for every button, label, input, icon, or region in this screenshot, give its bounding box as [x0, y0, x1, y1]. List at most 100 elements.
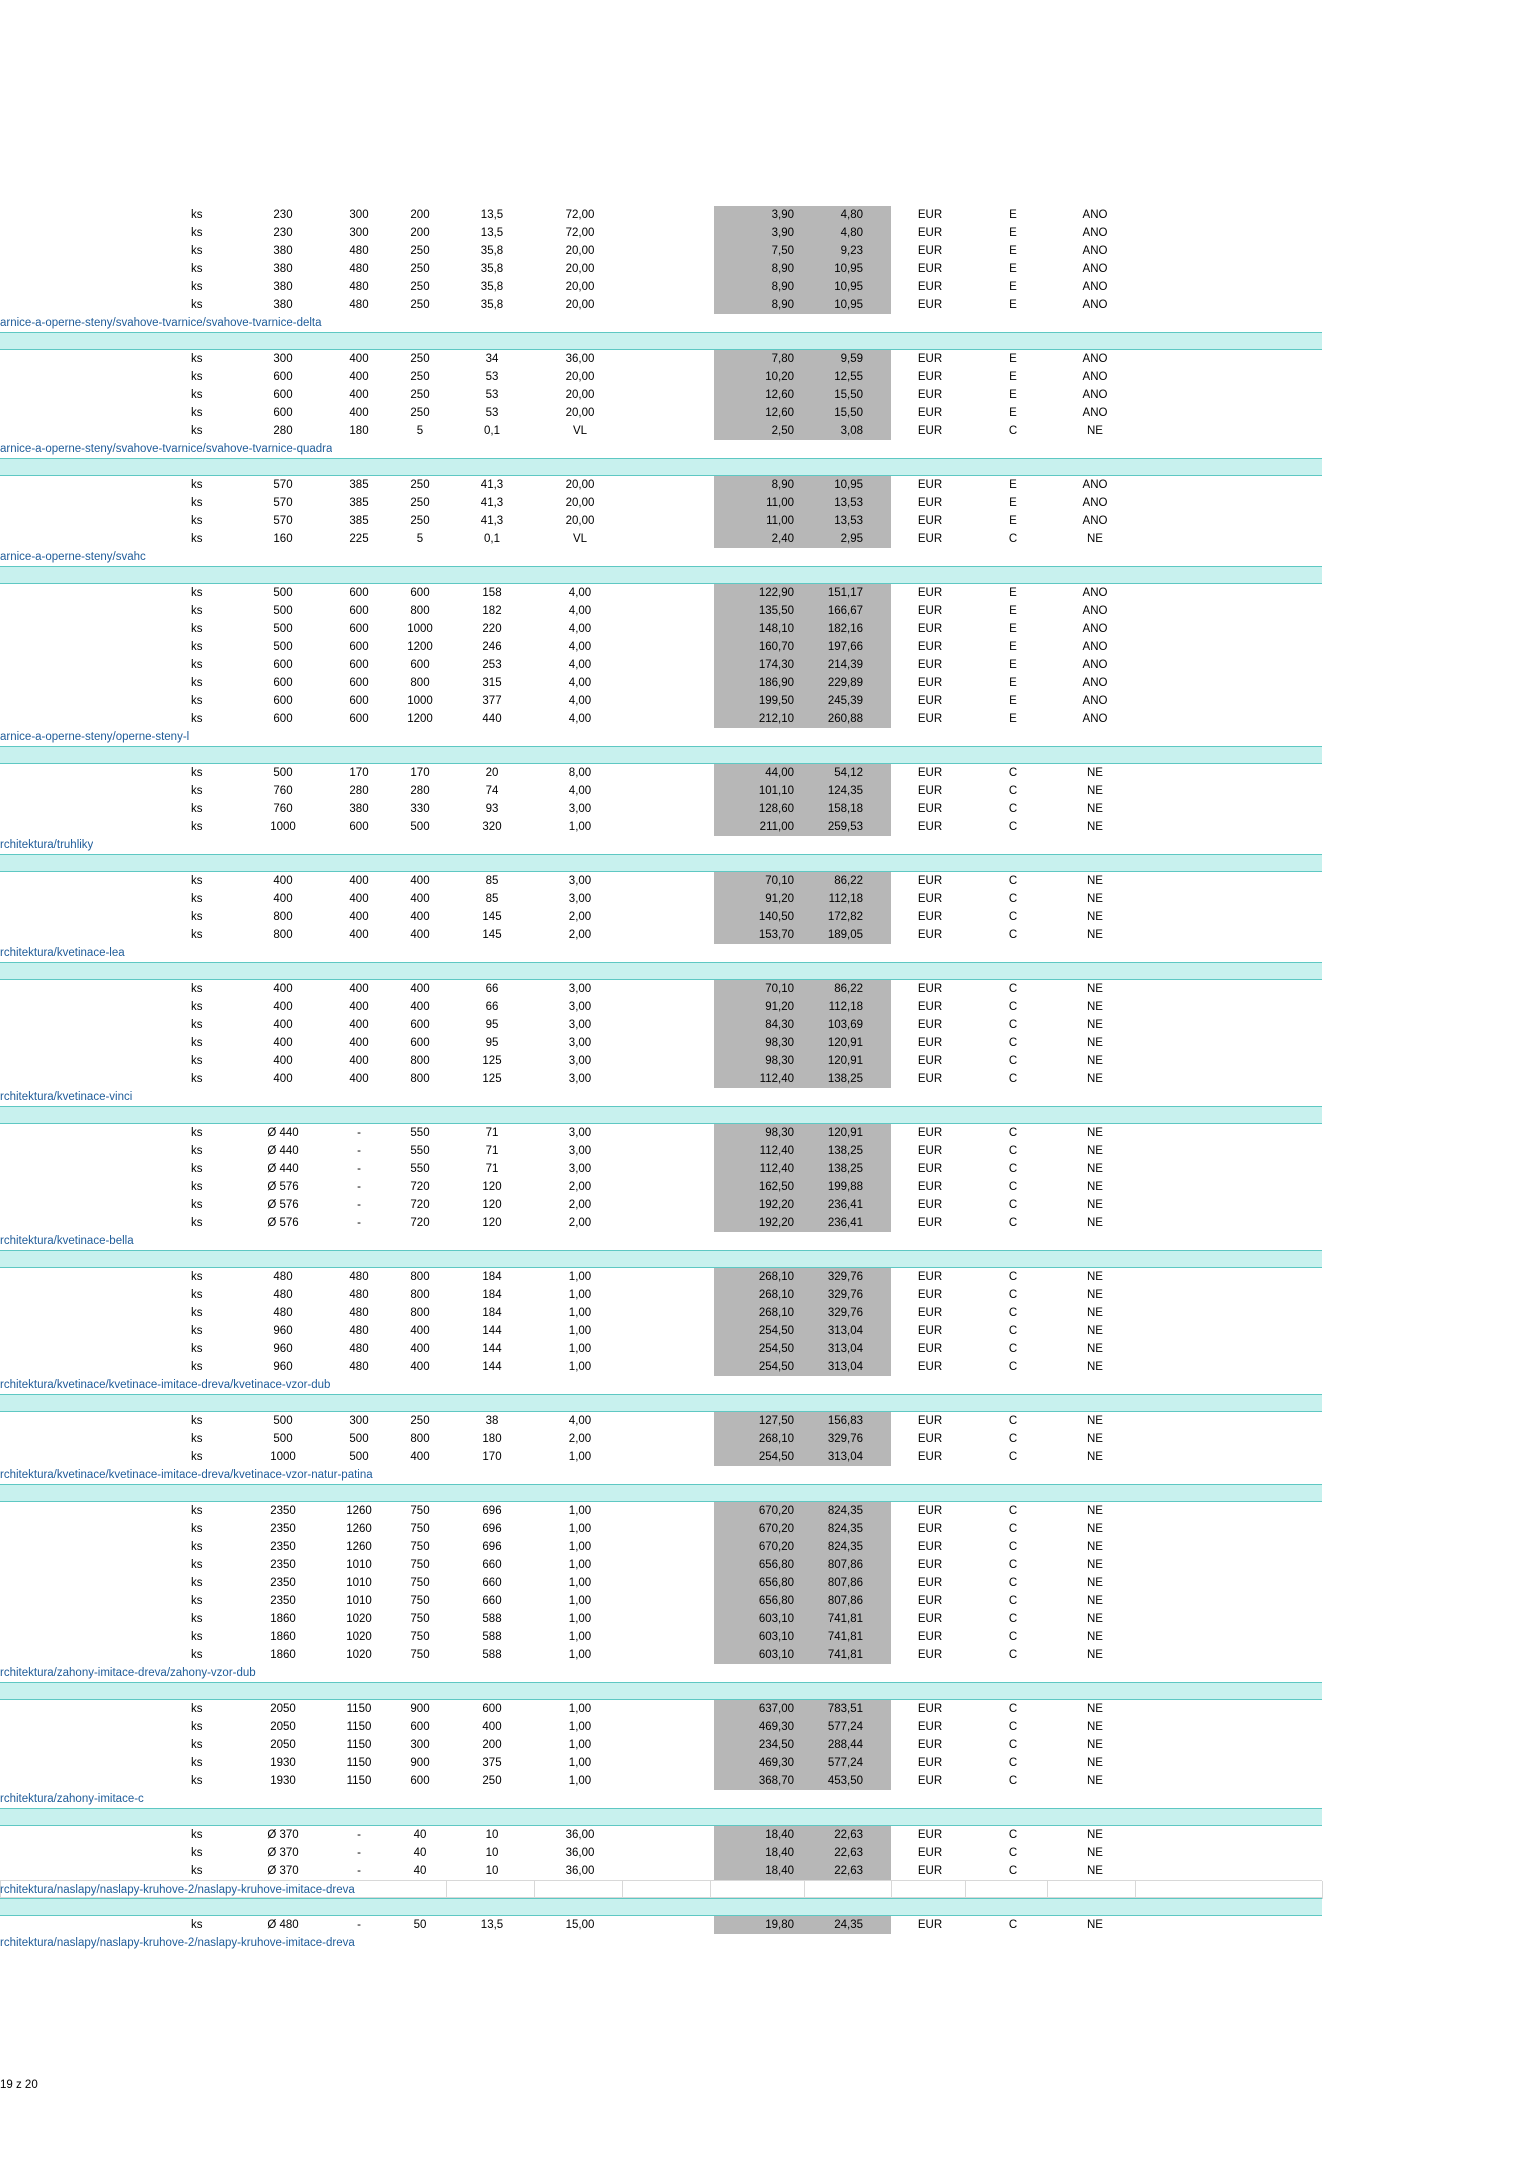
dimension-b-cell: 400 [349, 1019, 369, 1031]
price-vat-cell: 22,63 [804, 1862, 891, 1880]
currency-cell: EUR [917, 479, 943, 491]
class-cell: C [1008, 1055, 1018, 1067]
availability-cell: ANO [1082, 605, 1108, 617]
price-vat-cell: 824,35 [804, 1538, 891, 1556]
dimension-a-cell: 400 [273, 1019, 293, 1031]
product-link[interactable]: arnice-a-operne-steny/svahove-tvarnice/s… [0, 317, 322, 329]
product-link[interactable]: rchitektura/kvetinace-lea [0, 947, 125, 959]
product-link[interactable]: rchitektura/zahony-imitace-c [0, 1793, 144, 1805]
availability-cell: NE [1087, 1613, 1103, 1625]
currency-cell: EUR [917, 353, 943, 365]
quantity-cell: 1,00 [568, 1505, 592, 1517]
product-link[interactable]: rchitektura/naslapy/naslapy-kruhove-2/na… [0, 1937, 355, 1949]
price-vat-cell: 103,69 [804, 1016, 891, 1034]
price-vat-cell: 577,24 [804, 1754, 891, 1772]
price-cell: 98,30 [714, 1124, 804, 1142]
weight-cell: 38 [485, 1415, 499, 1427]
unit-cell: ks [191, 479, 203, 491]
price-cell: 8,90 [714, 260, 804, 278]
class-cell: E [1009, 659, 1017, 671]
class-cell: C [1008, 785, 1018, 797]
dimension-b-cell: 500 [349, 1451, 369, 1463]
unit-cell: ks [191, 767, 203, 779]
unit-cell: ks [191, 1073, 203, 1085]
product-link[interactable]: rchitektura/kvetinace-vinci [0, 1091, 133, 1103]
availability-cell: ANO [1082, 677, 1108, 689]
weight-cell: 696 [482, 1523, 502, 1535]
dimension-a-cell: 500 [273, 587, 293, 599]
product-link[interactable]: arnice-a-operne-steny/svahc [0, 551, 146, 563]
class-cell: E [1009, 227, 1017, 239]
weight-cell: 696 [482, 1505, 502, 1517]
weight-cell: 660 [482, 1595, 502, 1607]
unit-cell: ks [191, 1865, 203, 1877]
product-link[interactable]: rchitektura/zahony-imitace-dreva/zahony-… [0, 1667, 256, 1679]
product-link[interactable]: rchitektura/naslapy/naslapy-kruhove-2/na… [0, 1884, 355, 1896]
dimension-a-cell: 600 [273, 659, 293, 671]
currency-cell: EUR [917, 263, 943, 275]
price-vat-cell: 13,53 [804, 494, 891, 512]
weight-cell: 71 [485, 1163, 499, 1175]
product-link[interactable]: arnice-a-operne-steny/svahove-tvarnice/s… [0, 443, 333, 455]
price-cell: 8,90 [714, 278, 804, 296]
dimension-a-cell: 570 [273, 497, 293, 509]
dimension-b-cell: - [357, 1163, 361, 1175]
unit-cell: ks [191, 983, 203, 995]
product-link[interactable]: rchitektura/kvetinace-bella [0, 1235, 134, 1247]
dimension-a-cell: 1860 [270, 1631, 296, 1643]
unit-cell: ks [191, 1433, 203, 1445]
price-vat-cell: 313,04 [804, 1340, 891, 1358]
section-separator-band [0, 1106, 1322, 1124]
price-cell: 670,20 [714, 1502, 804, 1520]
dimension-c-cell: 40 [413, 1865, 427, 1877]
product-link[interactable]: rchitektura/kvetinace/kvetinace-imitace-… [0, 1379, 331, 1391]
class-cell: C [1008, 1271, 1018, 1283]
product-link[interactable]: arnice-a-operne-steny/operne-steny-l [0, 731, 190, 743]
weight-cell: 53 [485, 407, 499, 419]
dimension-c-cell: 170 [410, 767, 430, 779]
price-cell: 637,00 [714, 1700, 804, 1718]
currency-cell: EUR [917, 803, 943, 815]
product-link[interactable]: rchitektura/truhliky [0, 839, 94, 851]
product-link-row: arnice-a-operne-steny/svahove-tvarnice/s… [0, 440, 1322, 458]
dimension-a-cell: Ø 440 [267, 1145, 299, 1157]
dimension-a-cell: 600 [273, 713, 293, 725]
price-vat-cell: 138,25 [804, 1070, 891, 1088]
quantity-cell: 1,00 [568, 1289, 592, 1301]
quantity-cell: 1,00 [568, 1757, 592, 1769]
availability-cell: NE [1087, 1505, 1103, 1517]
dimension-b-cell: 400 [349, 983, 369, 995]
class-cell: E [1009, 479, 1017, 491]
availability-cell: NE [1087, 1361, 1103, 1373]
unit-cell: ks [191, 1577, 203, 1589]
currency-cell: EUR [917, 1181, 943, 1193]
product-link[interactable]: rchitektura/kvetinace/kvetinace-imitace-… [0, 1469, 373, 1481]
currency-cell: EUR [917, 983, 943, 995]
price-vat-cell: 453,50 [804, 1772, 891, 1790]
price-vat-cell: 259,53 [804, 818, 891, 836]
quantity-cell: 1,00 [568, 1541, 592, 1553]
price-cell: 127,50 [714, 1412, 804, 1430]
price-vat-cell: 172,82 [804, 908, 891, 926]
dimension-b-cell: 1150 [346, 1703, 372, 1715]
dimension-b-cell: - [357, 1919, 361, 1931]
dimension-c-cell: 900 [410, 1703, 430, 1715]
class-cell: C [1008, 1505, 1018, 1517]
weight-cell: 600 [482, 1703, 502, 1715]
price-cell: 368,70 [714, 1772, 804, 1790]
price-cell: 211,00 [714, 818, 804, 836]
dimension-a-cell: 760 [273, 803, 293, 815]
product-link-row: rchitektura/kvetinace/kvetinace-imitace-… [0, 1466, 1322, 1484]
price-cell: 3,90 [714, 224, 804, 242]
dimension-c-cell: 550 [410, 1145, 430, 1157]
dimension-c-cell: 750 [410, 1505, 430, 1517]
unit-cell: ks [191, 1595, 203, 1607]
unit-cell: ks [191, 659, 203, 671]
class-cell: C [1008, 1001, 1018, 1013]
